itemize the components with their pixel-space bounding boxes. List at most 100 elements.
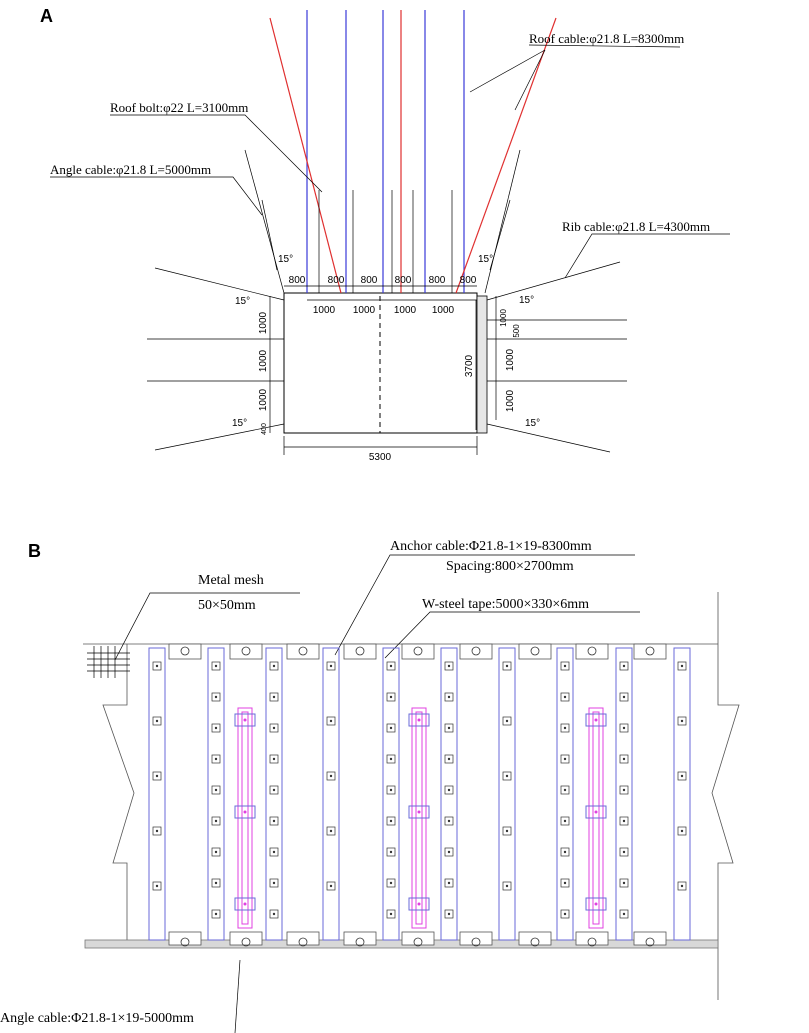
panel-b-diagram: Metal mesh 50×50mm Anchor cable:Φ21.8-1×… [0,539,740,1033]
bottom-spacing-1: 1000 [313,305,336,316]
bottom-plate-bolt [413,937,423,947]
anchor-dot [505,664,509,668]
anchor-dot [563,819,567,823]
top-spacing-1: 800 [289,275,306,286]
anchor-dot [622,881,626,885]
panel-b-label: B [28,541,41,561]
anchor-dot [622,757,626,761]
rib-cable-right [486,261,621,301]
anchor-dot [389,664,393,668]
anchor-dot [447,912,451,916]
anchor-dot [272,881,276,885]
bottom-plate-bolt [355,937,365,947]
top-plate-bolt [645,646,655,656]
angle-upper-left: 15° [235,296,250,307]
w-steel-tape [322,647,340,941]
angle-upper-right: 15° [519,295,534,306]
anchor-dot [214,757,218,761]
anchor-cable-dot [594,718,598,722]
anchor-cable-plate [234,713,256,727]
right-wall [711,644,740,1000]
roof-bolt-leader [110,114,323,193]
bottom-plate-bolt [645,937,655,947]
anchor-dot [563,695,567,699]
anchor-dot [272,912,276,916]
anchor-dot [389,695,393,699]
top-plate-bolt [413,646,423,656]
anchor-dot [155,884,159,888]
anchor-cable-plate [408,897,430,911]
anchor-dot [563,881,567,885]
angle-cable-right [484,149,521,294]
bottom-plate [168,931,202,946]
top-plate [286,643,320,660]
anchor-dot [214,664,218,668]
anchor-cable-label: Anchor cable:Φ21.8-1×19-8300mm [390,539,592,554]
bottom-plate [229,931,263,946]
anchor-cable-plate [585,713,607,727]
anchor-cable-dot [594,810,598,814]
roof-cable-leader [514,49,546,111]
spacing-label: Spacing:800×2700mm [446,559,574,574]
anchor-dot [389,850,393,854]
top-spacing-4: 800 [395,275,412,286]
bottom-spacing-3: 1000 [394,305,417,316]
bottom-plate-bolt [298,937,308,947]
bottom-plate [459,931,493,946]
anchor-dot [329,664,333,668]
top-plate-bolt [298,646,308,656]
bottom-plate-bolt [471,937,481,947]
anchor-cable-plate [408,805,430,819]
w-steel-tape [148,647,166,941]
anchor-dot [680,719,684,723]
anchor-dot [505,719,509,723]
bottom-plate-bolt [587,937,597,947]
anchor-dot [155,774,159,778]
w-steel-tape [440,647,458,941]
top-plate [459,643,493,660]
anchor-dot [329,829,333,833]
bottom-plate [633,931,667,946]
anchor-dot [505,884,509,888]
roof-cable-leader [469,49,546,93]
anchor-dot [389,788,393,792]
rib-cable-label: Rib cable:φ21.8 L=4300mm [562,219,710,234]
angle-cable-label: Angle cable:φ21.8 L=5000mm [50,162,211,177]
rib-cable-right [486,423,611,453]
panel-a-label: A [40,6,53,26]
top-spacing-3: 800 [361,275,378,286]
metal-mesh-label: Metal mesh [198,573,264,588]
anchor-dot [622,695,626,699]
bottom-plate-bolt [241,937,251,947]
w-steel-tape [556,647,574,941]
angle-lower-right: 15° [525,418,540,429]
top-plate [343,643,377,660]
anchor-dot [447,881,451,885]
anchor-cable-plate [408,713,430,727]
w-steel-straps [148,647,691,941]
anchor-dot [505,829,509,833]
roof-cable-leader [528,44,681,48]
inclined-cable-right [455,17,557,294]
rib-cable-left [154,267,285,301]
anchor-cable-plate [585,805,607,819]
bottom-plate-bolt [180,937,190,947]
anchor-dot [389,912,393,916]
bottom-spacing-2: 1000 [353,305,376,316]
top-spacing-6: 800 [460,275,477,286]
anchor-dot [389,726,393,730]
angle-top-left: 15° [278,254,293,265]
anchor-dot [329,719,333,723]
anchor-dot [272,757,276,761]
anchor-dot [214,726,218,730]
anchor-dot [214,819,218,823]
anchor-dot [155,829,159,833]
anchor-dot [447,850,451,854]
anchor-dot [563,757,567,761]
w-steel-leader [384,611,640,659]
anchor-dot [622,726,626,730]
anchor-dot [272,695,276,699]
anchor-dot [505,774,509,778]
anchor-dot [447,819,451,823]
right-dim-4: 1000 [505,389,516,412]
